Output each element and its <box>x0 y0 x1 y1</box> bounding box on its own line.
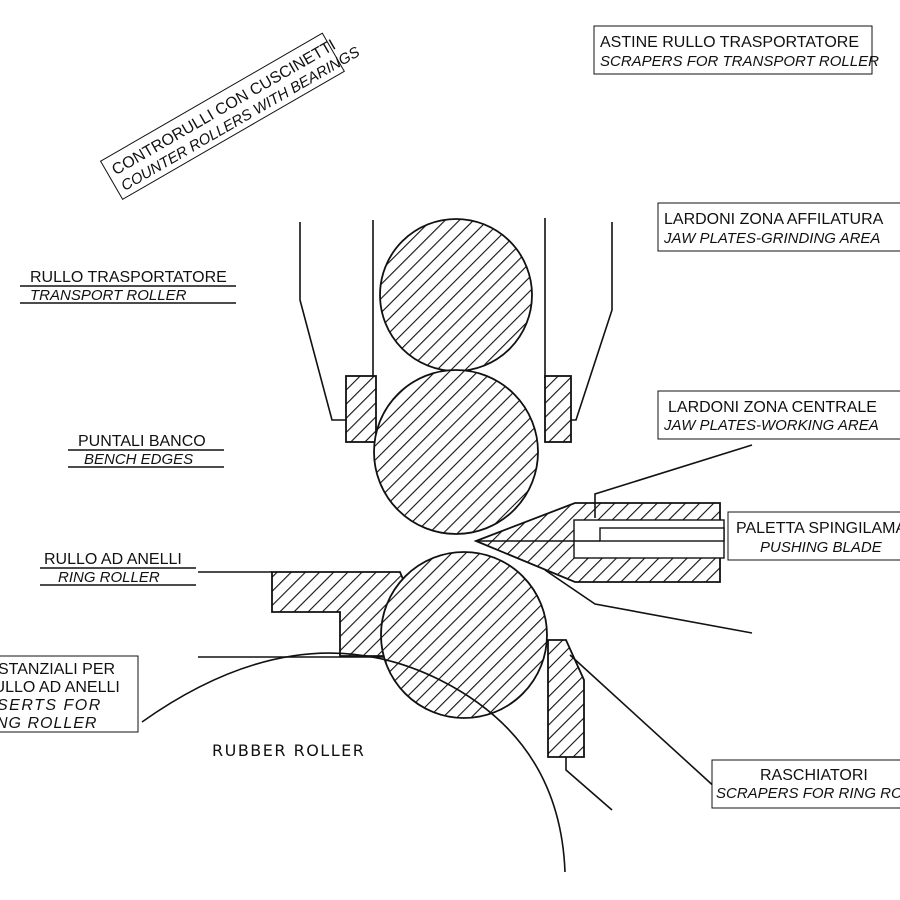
bench-edges-label: PUNTALI BANCO BENCH EDGES <box>68 433 224 468</box>
transport-roller-label: RULLO TRASPORTATORE TRANSPORT ROLLER <box>20 269 236 304</box>
ring-scraper-leader <box>569 654 719 791</box>
bench-edge-right <box>544 375 572 443</box>
jaw-grinding-label-en: JAW PLATES-GRINDING AREA <box>663 230 880 247</box>
jaw-working-label-en: JAW PLATES-WORKING AREA <box>663 417 879 434</box>
inserts-label-it1: DISTANZIALI PER <box>0 661 115 678</box>
pushing-blade-label-it: PALETTA SPINGILAMA <box>736 520 900 537</box>
scrapers-ring-label-en: SCRAPERS FOR RING ROLLER <box>716 785 900 802</box>
jaw-grinding-label: LARDONI ZONA AFFILATURA JAW PLATES-GRIND… <box>657 202 900 252</box>
pushing-blade-label-en: PUSHING BLADE <box>760 539 883 556</box>
rubber-roller-label: RUBBER ROLLER <box>212 741 365 760</box>
ring-roller-label: RULLO AD ANELLI RING ROLLER <box>40 551 196 586</box>
pushing-blade-label: PALETTA SPINGILAMA PUSHING BLADE <box>727 511 900 561</box>
scrapers-transport-label: ASTINE RULLO TRASPORTATORE SCRAPERS FOR … <box>593 25 879 75</box>
bench-edges-label-it: PUNTALI BANCO <box>78 433 206 450</box>
jaw-grinding-label-it: LARDONI ZONA AFFILATURA <box>664 211 884 228</box>
inserts-label-it2: RULLO AD ANELLI <box>0 679 120 696</box>
ring-roller-label-it: RULLO AD ANELLI <box>44 551 182 568</box>
bench-edge-left <box>345 375 377 443</box>
ring-scraper-rod <box>565 757 613 811</box>
jaw-plate-lower-line <box>544 569 753 634</box>
scrapers-transport-label-en: SCRAPERS FOR TRANSPORT ROLLER <box>600 53 879 70</box>
inserts-label-en1: INSERTS FOR <box>0 697 102 714</box>
jaw-working-label-it: LARDONI ZONA CENTRALE <box>668 399 877 416</box>
inserts-label: DISTANZIALI PER RULLO AD ANELLI INSERTS … <box>0 655 139 733</box>
ring-roller-label-en: RING ROLLER <box>58 569 160 586</box>
left-scraper-rod <box>299 222 348 421</box>
counter-rollers-label-it: CONTRORULLI CON CUSCINETTI <box>109 37 338 179</box>
jaw-working-label: LARDONI ZONA CENTRALE JAW PLATES-WORKING… <box>657 390 900 440</box>
jaw-plate-working-line <box>594 444 753 518</box>
ring-roller <box>380 551 548 719</box>
scrapers-ring-label: RASCHIATORI SCRAPERS FOR RING ROLLER <box>711 759 900 809</box>
right-scraper-rod <box>570 222 613 421</box>
ring-roller-scraper <box>547 639 585 758</box>
inserts-label-en2: RING ROLLER <box>0 715 97 732</box>
scrapers-ring-label-it: RASCHIATORI <box>760 767 868 784</box>
counter-rollers-label-en: COUNTER ROLLERS WITH BEARINGS <box>118 44 363 195</box>
scrapers-transport-label-it: ASTINE RULLO TRASPORTATORE <box>600 34 859 51</box>
transport-roller-label-it: RULLO TRASPORTATORE <box>30 269 227 286</box>
counter-roller <box>379 218 533 372</box>
pushing-blade <box>599 527 725 542</box>
bench-edges-label-en: BENCH EDGES <box>84 451 193 468</box>
counter-rollers-label: CONTRORULLI CON CUSCINETTI COUNTER ROLLE… <box>99 32 363 201</box>
transport-roller <box>373 369 539 535</box>
rubber-roller <box>141 652 566 873</box>
transport-roller-label-en: TRANSPORT ROLLER <box>30 287 187 304</box>
